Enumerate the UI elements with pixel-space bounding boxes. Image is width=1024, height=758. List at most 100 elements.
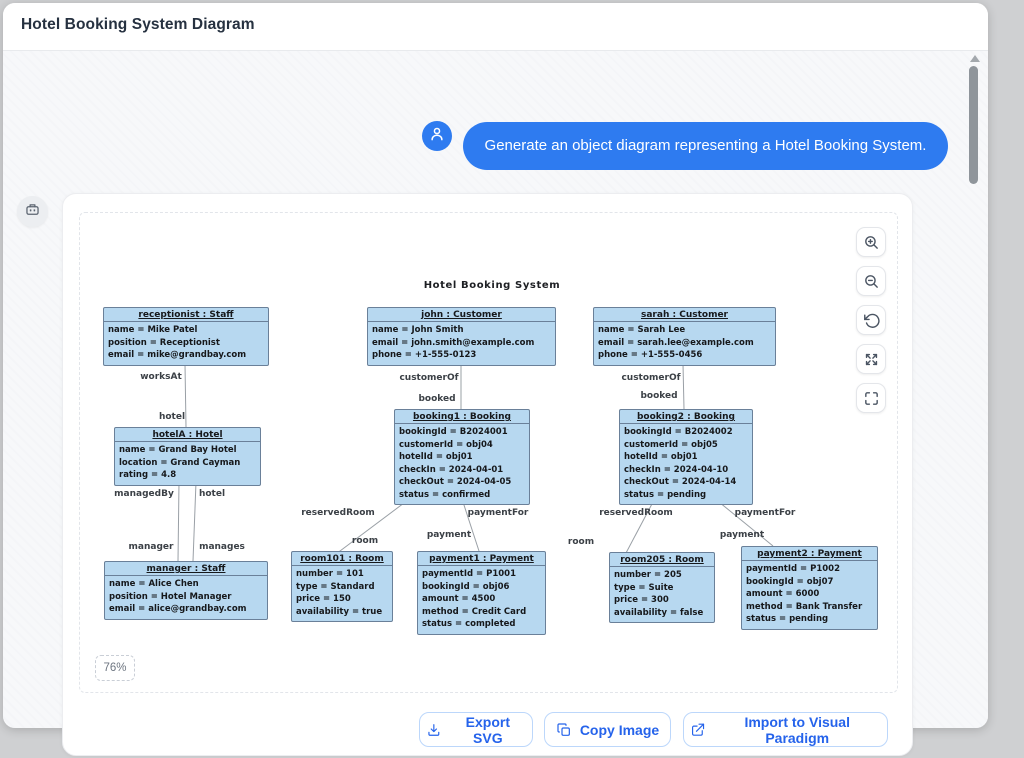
external-link-icon	[691, 723, 705, 736]
copy-image-label: Copy Image	[579, 721, 660, 738]
uml-attribute: bookingId = B2024001	[399, 427, 508, 437]
copy-image-button[interactable]: Copy Image	[544, 712, 671, 747]
uml-attribute: bookingId = obj06	[422, 581, 510, 592]
rotate-ccw-icon	[863, 313, 880, 328]
app-window: Hotel Booking System Diagram Generate an…	[3, 3, 988, 756]
uml-attribute: paymentId = P1002	[746, 564, 841, 574]
uml-node-title: booking2 : Booking	[620, 410, 752, 424]
uml-node-title: sarah : Customer	[594, 308, 775, 322]
uml-node-title: payment2 : Payment	[742, 547, 877, 561]
uml-node-sarah: sarah : Customer name = Sarah Lee email = …	[593, 307, 776, 366]
arrows-out-icon	[865, 353, 877, 365]
uml-attribute: amount = 4500	[422, 594, 496, 604]
uml-attribute: phone = +1-555-0123	[372, 350, 477, 360]
uml-node-attributes: bookingId = B2024001 customerId = obj04 ho…	[395, 424, 529, 504]
uml-node-attributes: number = 101 type = Standard price = 150 av…	[292, 566, 392, 621]
uml-attribute: availability = false	[614, 607, 704, 618]
user-avatar	[422, 121, 452, 151]
uml-attribute: price = 150	[296, 594, 351, 604]
uml-attribute: customerId = obj05	[624, 439, 718, 450]
uml-node-attributes: name = Grand Bay Hotel location = Grand C…	[115, 442, 260, 485]
uml-node-attributes: number = 205 type = Suite price = 300 avail…	[610, 567, 714, 622]
uml-attribute: name = Mike Patel	[108, 325, 198, 335]
scrollbar-thumb[interactable]	[969, 66, 978, 184]
uml-node-john: john : Customer name = John Smith email = …	[367, 307, 556, 366]
uml-node-title: hotelA : Hotel	[115, 428, 260, 442]
uml-attribute: checkIn = 2024-04-10	[624, 464, 729, 475]
uml-attribute: email = sarah.lee@example.com	[598, 337, 754, 348]
uml-node-title: manager : Staff	[105, 562, 267, 576]
uml-attribute: type = Suite	[614, 582, 674, 593]
uml-node-hotelA: hotelA : Hotel name = Grand Bay Hotel loca…	[114, 427, 261, 486]
uml-attribute: email = mike@grandbay.com	[108, 350, 247, 360]
fullscreen-button[interactable]	[856, 383, 886, 413]
uml-attribute: status = completed	[422, 619, 516, 629]
uml-attribute: status = pending	[624, 489, 707, 500]
uml-attribute: method = Bank Transfer	[746, 601, 863, 612]
reset-view-button[interactable]	[856, 305, 886, 335]
uml-node-attributes: name = Sarah Lee email = sarah.lee@exampl…	[594, 322, 775, 365]
uml-node-title: receptionist : Staff	[104, 308, 268, 322]
uml-attribute: hotelId = obj01	[399, 452, 473, 462]
uml-attribute: availability = true	[296, 606, 383, 617]
uml-attribute: customerId = obj04	[399, 439, 493, 450]
uml-node-room205: room205 : Room number = 205 type = Suite pr…	[609, 552, 715, 623]
uml-attribute: paymentId = P1001	[422, 569, 517, 579]
zoom-in-icon	[864, 235, 878, 249]
uml-node-title: booking1 : Booking	[395, 410, 529, 424]
fullscreen-icon	[864, 391, 878, 405]
uml-node-attributes: bookingId = B2024002 customerId = obj05 ho…	[620, 424, 752, 504]
uml-node-payment1: payment1 : Payment paymentId = P1001 booki…	[417, 551, 546, 635]
uml-attribute: type = Standard	[296, 581, 375, 592]
person-icon	[428, 125, 446, 148]
export-svg-button[interactable]: Export SVG	[419, 712, 533, 747]
uml-attribute: email = john.smith@example.com	[372, 337, 535, 348]
uml-node-receptionist: receptionist : Staff name = Mike Patel pos…	[103, 307, 269, 366]
uml-attribute: rating = 4.8	[119, 470, 177, 480]
uml-attribute: location = Grand Cayman	[119, 457, 241, 468]
uml-attribute: number = 205	[614, 570, 682, 580]
uml-node-attributes: name = John Smith email = john.smith@exam…	[368, 322, 555, 365]
import-visual-paradigm-button[interactable]: Import to Visual Paradigm	[683, 712, 888, 747]
uml-node-attributes: paymentId = P1002 bookingId = obj07 amount…	[742, 561, 877, 629]
zoom-level-badge: 76%	[95, 655, 135, 681]
bot-avatar	[17, 196, 48, 227]
export-svg-label: Export SVG	[465, 713, 511, 746]
uml-attribute: name = Sarah Lee	[598, 325, 686, 335]
uml-node-title: john : Customer	[368, 308, 555, 322]
uml-attribute: position = Receptionist	[108, 337, 220, 348]
uml-attribute: number = 101	[296, 569, 364, 579]
uml-attribute: method = Credit Card	[422, 606, 527, 617]
uml-node-attributes: paymentId = P1001 bookingId = obj06 amount…	[418, 566, 545, 634]
uml-attribute: bookingId = B2024002	[624, 427, 733, 437]
uml-attribute: status = pending	[746, 614, 829, 624]
uml-attribute: status = confirmed	[399, 489, 491, 500]
uml-node-booking1: booking1 : Booking bookingId = B2024001 cu…	[394, 409, 530, 505]
copy-icon	[557, 722, 570, 736]
expand-button[interactable]	[856, 344, 886, 374]
uml-attribute: name = Grand Bay Hotel	[119, 445, 237, 455]
uml-node-booking2: booking2 : Booking bookingId = B2024002 cu…	[619, 409, 753, 505]
uml-node-title: room205 : Room	[610, 553, 714, 567]
uml-attribute: amount = 6000	[746, 589, 820, 599]
uml-node-attributes: name = Mike Patel position = Receptionist…	[104, 322, 268, 365]
uml-attribute: bookingId = obj07	[746, 576, 834, 587]
uml-attribute: checkOut = 2024-04-05	[399, 477, 512, 487]
diagram-title: Hotel Booking System	[423, 280, 561, 291]
uml-attribute: hotelId = obj01	[624, 452, 698, 462]
scrollbar-up-arrow[interactable]	[970, 55, 980, 62]
uml-attribute: checkIn = 2024-04-01	[399, 464, 504, 475]
robot-icon	[23, 200, 42, 224]
uml-node-title: payment1 : Payment	[418, 552, 545, 566]
title-bar: Hotel Booking System Diagram	[3, 3, 988, 51]
zoom-out-button[interactable]	[856, 266, 886, 296]
uml-attribute: name = John Smith	[372, 325, 464, 335]
uml-attribute: price = 300	[614, 595, 669, 605]
uml-attribute: checkOut = 2024-04-14	[624, 477, 737, 487]
uml-node-payment2: payment2 : Payment paymentId = P1002 booki…	[741, 546, 878, 630]
uml-attribute: phone = +1-555-0456	[598, 350, 703, 360]
zoom-in-button[interactable]	[856, 227, 886, 257]
